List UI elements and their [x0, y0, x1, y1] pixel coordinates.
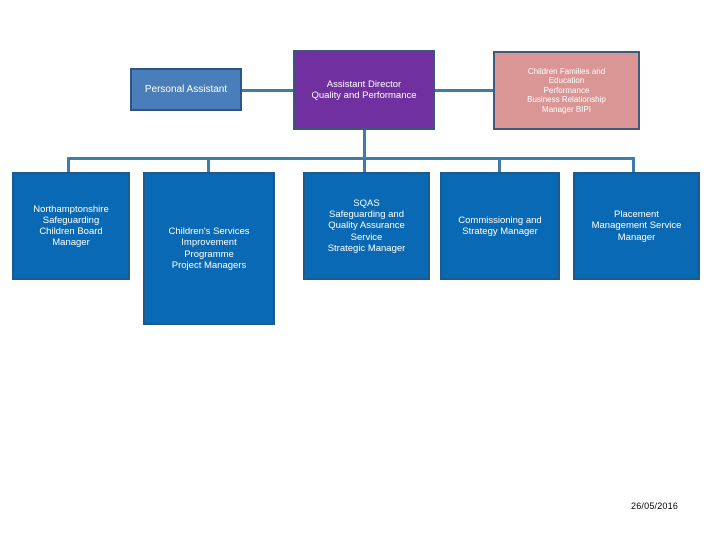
connector-drop-sqas — [363, 157, 366, 173]
org-node-label-sqas-strategic-manager: SQAS Safeguarding and Quality Assurance … — [327, 197, 406, 254]
connector-ad-to-pa — [242, 89, 294, 92]
footer-date: 26/05/2016 — [631, 501, 679, 511]
org-node-label-personal-assistant: Personal Assistant — [144, 83, 228, 95]
connector-ad-to-cfe — [435, 89, 493, 92]
org-node-label-assistant-director: Assistant Director Quality and Performan… — [311, 78, 417, 101]
org-node-label-commissioning-strategy-manager: Commissioning and Strategy Manager — [458, 214, 542, 237]
org-node-placement-management-service-manager[interactable]: Placement Management Service Manager — [573, 172, 700, 280]
org-node-commissioning-strategy-manager[interactable]: Commissioning and Strategy Manager — [440, 172, 560, 280]
connector-drop-placement — [632, 157, 635, 173]
connector-bus-horizontal — [67, 157, 633, 160]
org-node-label-nscb-manager: Northamptonshire Safeguarding Children B… — [33, 203, 109, 249]
org-node-cfe-performance-brm[interactable]: Children Families and Education Performa… — [493, 51, 640, 130]
org-node-assistant-director[interactable]: Assistant Director Quality and Performan… — [293, 50, 435, 130]
connector-drop-nscb — [67, 157, 70, 173]
org-node-childrens-services-improvement[interactable]: Children's Services Improvement Programm… — [143, 172, 275, 325]
org-node-label-placement-management-service-manager: Placement Management Service Manager — [591, 209, 682, 243]
org-node-sqas-strategic-manager[interactable]: SQAS Safeguarding and Quality Assurance … — [303, 172, 430, 280]
org-node-label-childrens-services-improvement: Children's Services Improvement Programm… — [168, 226, 250, 271]
org-node-personal-assistant[interactable]: Personal Assistant — [130, 68, 242, 111]
org-node-nscb-manager[interactable]: Northamptonshire Safeguarding Children B… — [12, 172, 130, 280]
connector-ad-stem-down — [363, 130, 366, 157]
org-node-label-cfe-performance-brm: Children Families and Education Performa… — [527, 66, 606, 114]
connector-drop-csip — [207, 157, 210, 173]
connector-drop-commission — [498, 157, 501, 173]
